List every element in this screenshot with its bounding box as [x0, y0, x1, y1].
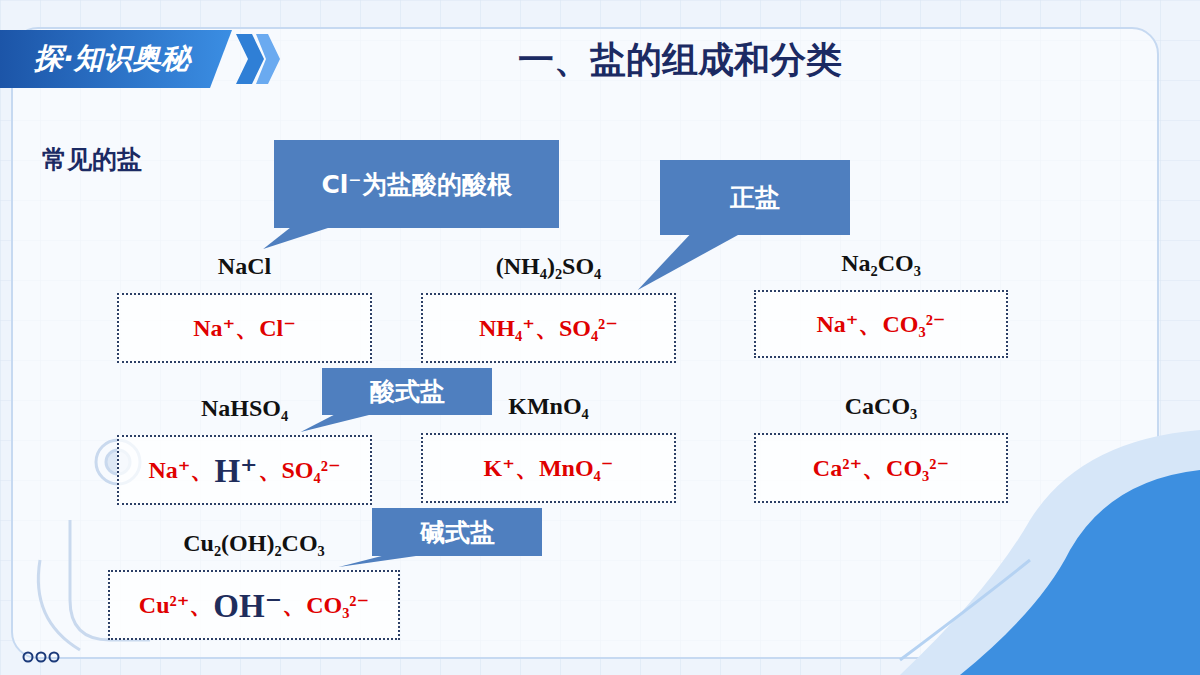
callout-text: 正盐: [730, 181, 780, 214]
salt-ion-box: CaCO₃Ca²⁺、CO₃²⁻: [754, 433, 1008, 503]
formula-heading: (NH₄)₂SO₄: [496, 253, 602, 280]
callout-box: Cl⁻为盐酸的酸根: [274, 140, 559, 228]
callout-tail: [301, 414, 373, 432]
formula-heading: Cu₂(OH)₂CO₃: [183, 530, 325, 557]
callout-box: 酸式盐: [322, 368, 492, 415]
salt-ion-box: (NH₄)₂SO₄NH₄⁺、SO₄²⁻: [421, 293, 676, 363]
salt-ion-box: Na₂CO₃Na⁺、CO₃²⁻: [754, 290, 1008, 358]
ion-text: K⁺、MnO₄⁻: [484, 452, 614, 484]
formula-heading: KMnO₄: [508, 393, 589, 420]
ion-text: NH₄⁺、SO₄²⁻: [479, 312, 618, 344]
callout-tail: [339, 555, 423, 567]
callout-tail: [263, 227, 331, 249]
formula-heading: CaCO₃: [845, 393, 918, 420]
ion-text: Cu²⁺、: [139, 589, 214, 621]
callout-text: 碱式盐: [420, 516, 495, 549]
salt-ion-box: NaHSO₄Na⁺、H⁺、SO₄²⁻: [117, 435, 372, 505]
callout-text: 酸式盐: [370, 375, 445, 408]
callout-tail: [638, 234, 740, 290]
section-label: 常见的盐: [42, 143, 142, 176]
section-banner: 探·知识奥秘: [0, 30, 280, 88]
ion-text: Ca²⁺、CO₃²⁻: [813, 452, 949, 484]
formula-heading: NaHSO₄: [201, 395, 288, 422]
formula-heading: Na₂CO₃: [841, 250, 921, 277]
formula-heading: NaCl: [218, 253, 271, 280]
banner-text: 探·知识奥秘: [34, 39, 190, 79]
slide-title: 一、盐的组成和分类: [440, 36, 920, 85]
page-dots: [24, 653, 59, 662]
callout-box: 碱式盐: [372, 508, 542, 556]
ion-text: 、CO₃²⁻: [282, 589, 369, 621]
callout-box: 正盐: [660, 160, 850, 235]
ion-text: 、SO₄²⁻: [258, 454, 341, 486]
salt-ion-box: KMnO₄K⁺、MnO₄⁻: [421, 433, 676, 503]
ion-text: Na⁺、: [148, 454, 214, 486]
ion-text: Na⁺、CO₃²⁻: [816, 308, 945, 340]
salt-ion-box: Cu₂(OH)₂CO₃Cu²⁺、OH⁻、CO₃²⁻: [108, 570, 400, 640]
ion-text: Na⁺、Cl⁻: [193, 312, 296, 344]
salt-ion-box: NaClNa⁺、Cl⁻: [117, 293, 372, 363]
highlight-ion: H⁺: [214, 451, 257, 490]
highlight-ion: OH⁻: [213, 586, 282, 625]
callout-text: Cl⁻为盐酸的酸根: [321, 168, 511, 201]
